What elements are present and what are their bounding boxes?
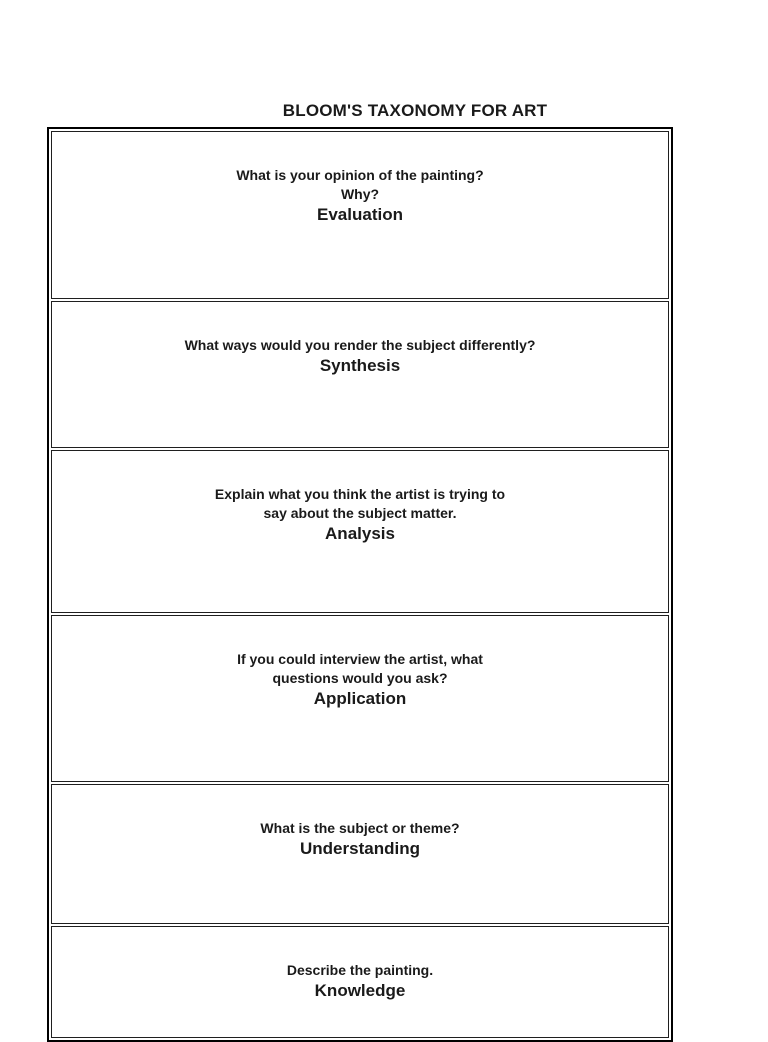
taxonomy-table: What is your opinion of the painting? Why…	[47, 127, 673, 1042]
taxonomy-row: Explain what you think the artist is try…	[51, 450, 669, 613]
level-label: Knowledge	[314, 981, 406, 1000]
taxonomy-row: What is the subject or theme? Understand…	[51, 784, 669, 924]
question-line: questions would you ask?	[272, 670, 448, 686]
taxonomy-cell: What ways would you render the subject d…	[51, 301, 669, 448]
question-lines: What ways would you render the subject d…	[62, 336, 658, 355]
taxonomy-cell: What is the subject or theme? Understand…	[51, 784, 669, 924]
question-lines: What is your opinion of the painting? Why…	[62, 166, 658, 204]
question-line: What is the subject or theme?	[260, 820, 460, 836]
taxonomy-cell: What is your opinion of the painting? Why…	[51, 131, 669, 299]
taxonomy-row: Describe the painting. Knowledge	[51, 926, 669, 1038]
taxonomy-cell: Describe the painting. Knowledge	[51, 926, 669, 1038]
question-lines: Describe the painting.	[62, 961, 658, 980]
taxonomy-row: What is your opinion of the painting? Why…	[51, 131, 669, 299]
level-label: Application	[313, 689, 407, 708]
question-line: Describe the painting.	[286, 962, 434, 978]
question-lines: What is the subject or theme?	[62, 819, 658, 838]
question-lines: If you could interview the artist, what q…	[62, 650, 658, 688]
taxonomy-row: What ways would you render the subject d…	[51, 301, 669, 448]
level-label: Analysis	[325, 524, 395, 543]
taxonomy-row: If you could interview the artist, what q…	[51, 615, 669, 782]
question-line: What is your opinion of the painting?	[236, 167, 484, 183]
taxonomy-body: What is your opinion of the painting? Why…	[51, 131, 669, 1038]
question-line: Explain what you think the artist is try…	[214, 486, 506, 502]
question-line: If you could interview the artist, what	[237, 651, 483, 667]
taxonomy-cell: If you could interview the artist, what q…	[51, 615, 669, 782]
level-label: Evaluation	[317, 205, 403, 224]
question-line: say about the subject matter.	[263, 505, 457, 521]
question-lines: Explain what you think the artist is try…	[62, 485, 658, 523]
level-label: Synthesis	[319, 356, 401, 375]
taxonomy-cell: Explain what you think the artist is try…	[51, 450, 669, 613]
question-line: What ways would you render the subject d…	[184, 337, 536, 353]
page-title: BLOOM'S TAXONOMY FOR ART	[282, 101, 548, 121]
level-label: Understanding	[300, 839, 420, 858]
question-line: Why?	[340, 186, 380, 202]
